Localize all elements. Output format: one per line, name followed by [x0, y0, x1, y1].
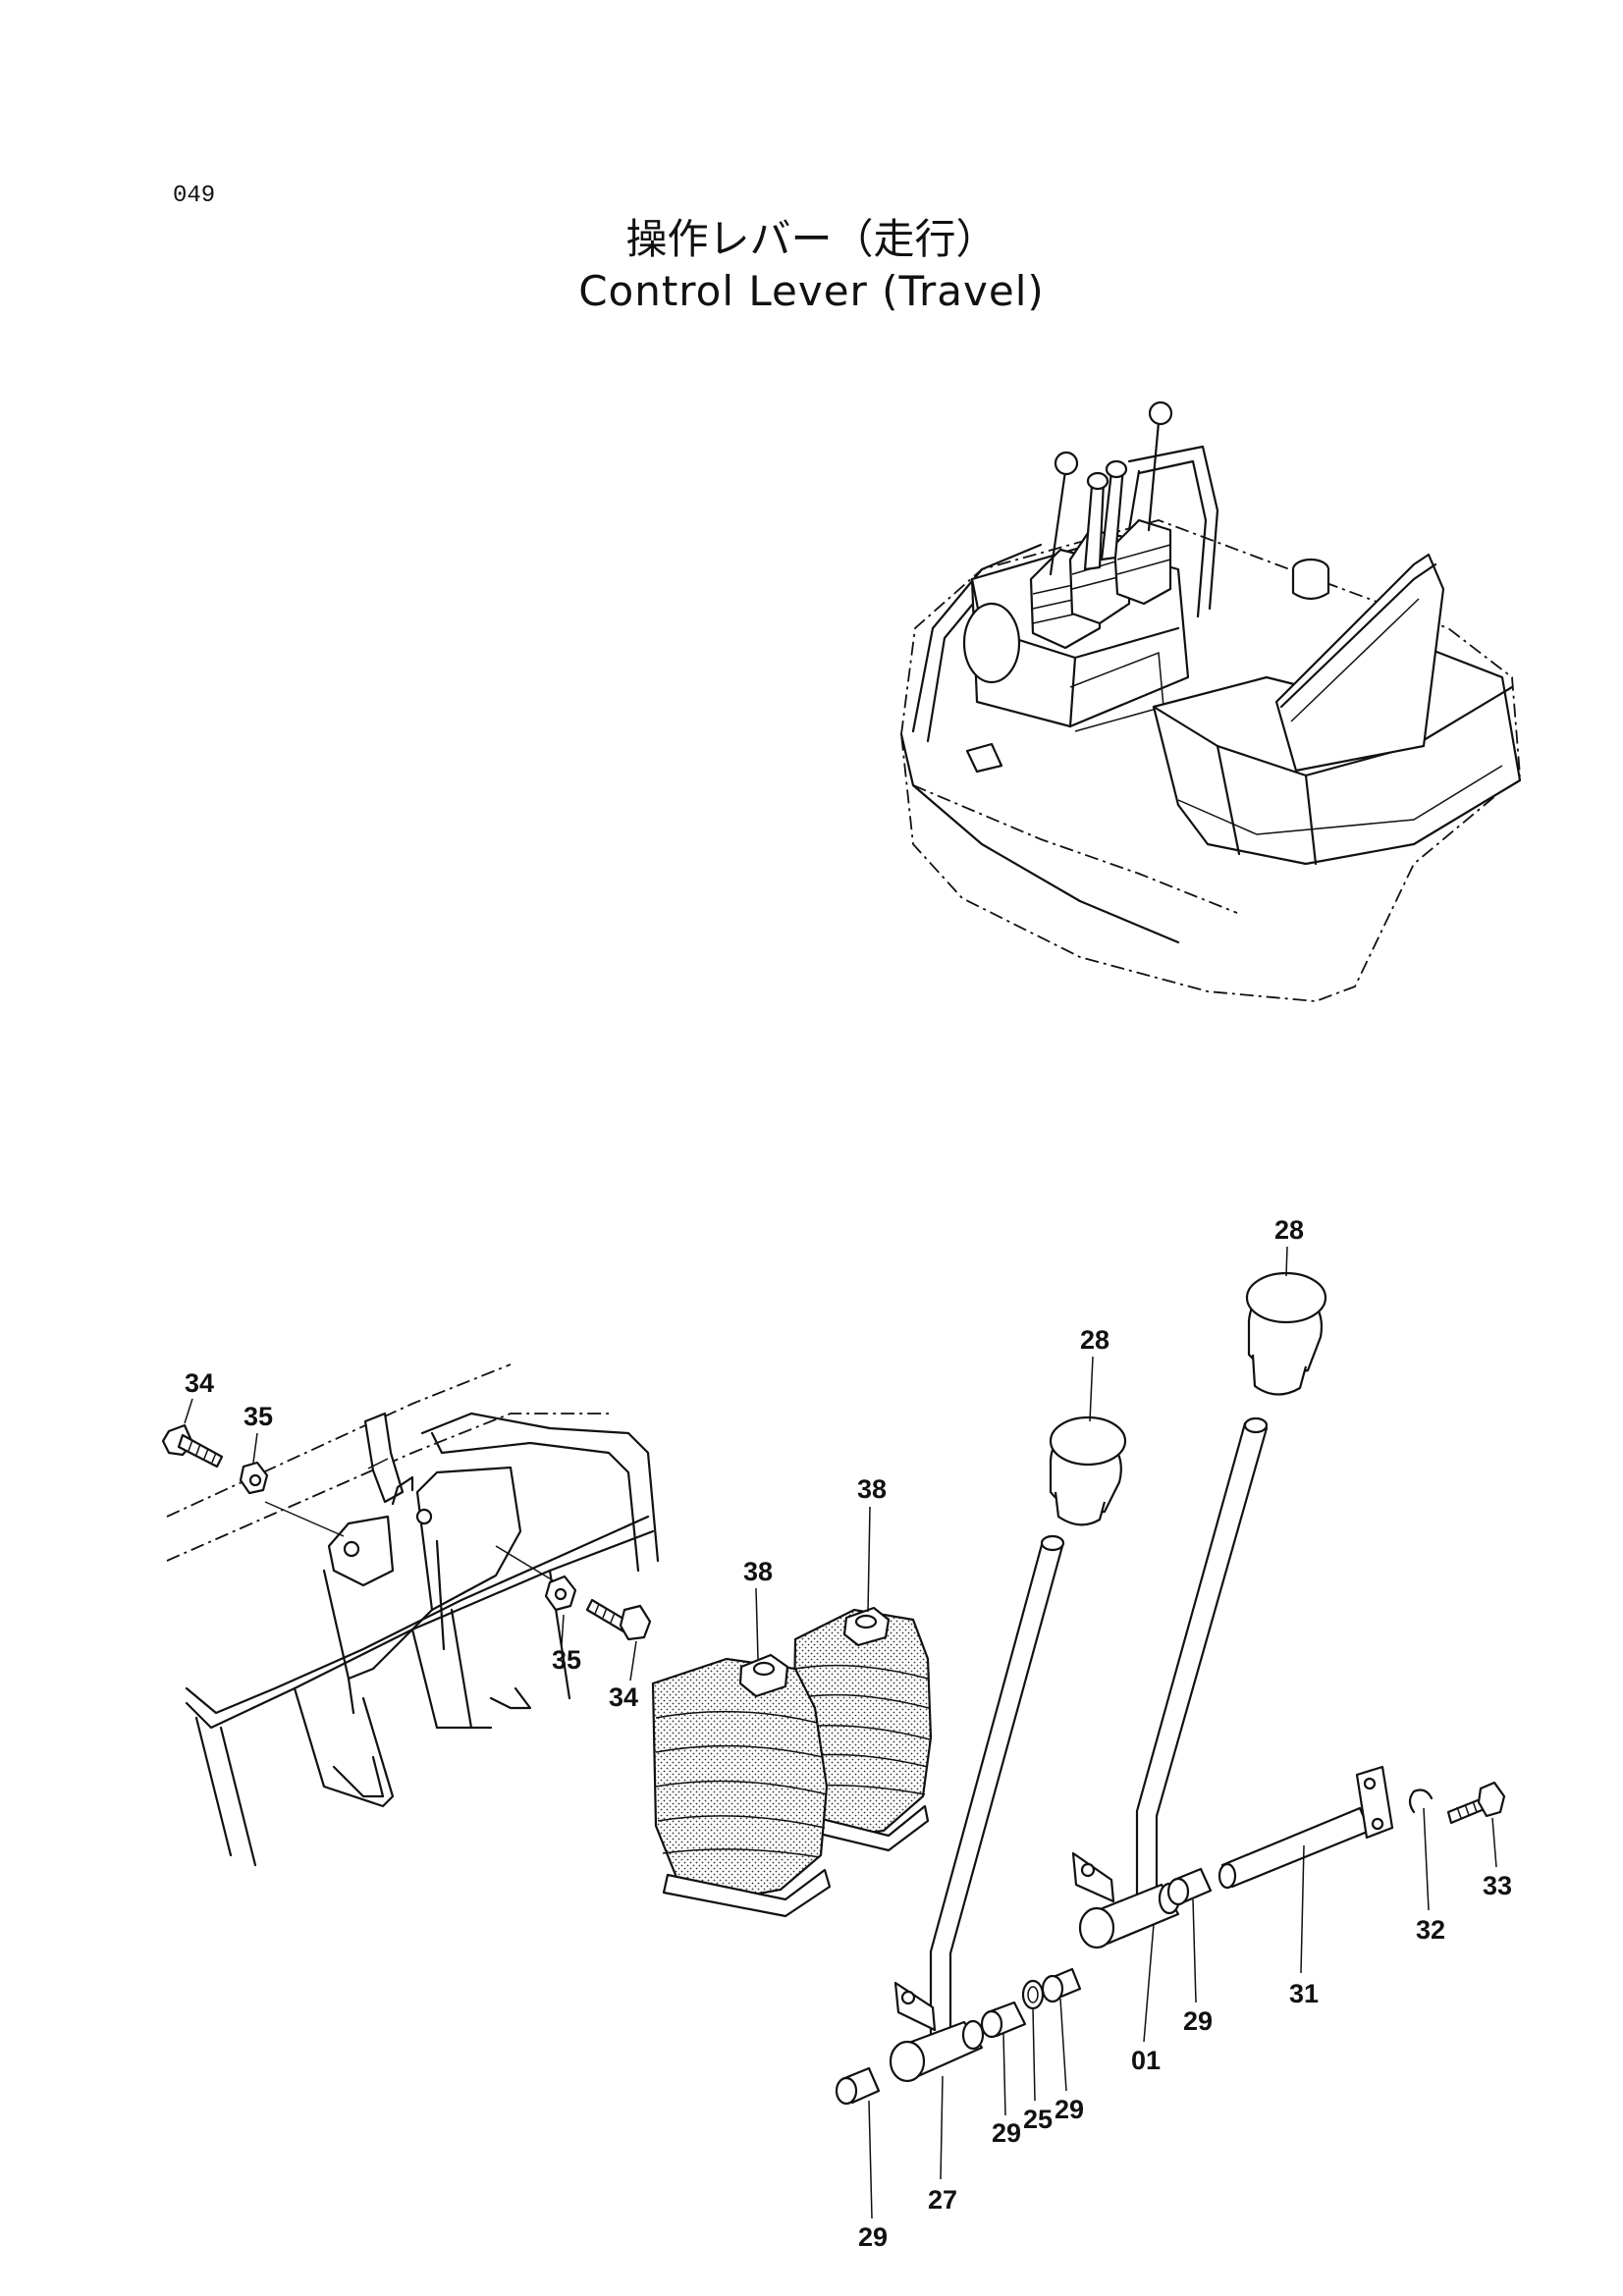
callout-29-lower-bushing: 29 [858, 2222, 888, 2252]
callout-27-lever: 27 [928, 2185, 957, 2215]
washer-25 [1021, 1979, 1045, 2010]
callout-32-snap-ring: 32 [1416, 1915, 1445, 1945]
boot-38-rear [791, 1606, 933, 1852]
callout-35-right-nut: 35 [552, 1645, 581, 1675]
shaft-31 [1217, 1765, 1394, 1890]
bushing-29-mid [980, 2001, 1027, 2039]
boot-38-front [651, 1653, 832, 1918]
callout-29-mid-bushing: 29 [992, 2118, 1021, 2148]
callout-33-bolt: 33 [1483, 1871, 1512, 1900]
snap-ring-32 [1408, 1789, 1434, 1814]
bolt-33 [1446, 1781, 1506, 1825]
page-title-english: Control Lever (Travel) [578, 267, 1045, 315]
callout-38-rear-boot: 38 [857, 1474, 887, 1504]
bolt-34-right [585, 1598, 652, 1641]
leader-lines [184, 1246, 1497, 2219]
callout-28-rear-knob: 28 [1274, 1215, 1304, 1245]
bushing-29-pair [1041, 1967, 1082, 2003]
knob-28-front [1049, 1415, 1127, 1526]
bushing-29-upper [1166, 1867, 1213, 1906]
nut-35-right [544, 1575, 577, 1612]
bushing-29-lower [835, 2066, 881, 2106]
lever-01 [1071, 1416, 1269, 1949]
bolt-34-left [161, 1423, 224, 1468]
callout-29-pair-bushing: 29 [1055, 2095, 1084, 2124]
callout-25-washer: 25 [1023, 2105, 1053, 2134]
nut-35-left [239, 1461, 269, 1495]
callout-labels: 34 35 35 34 38 38 28 28 33 32 31 29 01 2… [185, 1215, 1512, 2252]
lever-bracket [166, 1363, 660, 1867]
page-title-japanese: 操作レバー（走行） [625, 215, 998, 263]
callout-29-upper-bushing: 29 [1183, 2006, 1213, 2036]
lever-27 [889, 1534, 1065, 2083]
callout-28-front-knob: 28 [1080, 1325, 1109, 1355]
overview-illustration [899, 400, 1522, 1002]
callout-34-right-bolt: 34 [609, 1682, 638, 1712]
callout-01-lever: 01 [1131, 2046, 1161, 2075]
callout-38-front-boot: 38 [743, 1557, 773, 1586]
callout-31-shaft: 31 [1289, 1979, 1319, 2008]
callout-34-left-bolt: 34 [185, 1368, 214, 1398]
knob-28-rear [1245, 1271, 1327, 1396]
callout-35-left-nut: 35 [243, 1402, 273, 1431]
page-number: 049 [173, 183, 216, 209]
